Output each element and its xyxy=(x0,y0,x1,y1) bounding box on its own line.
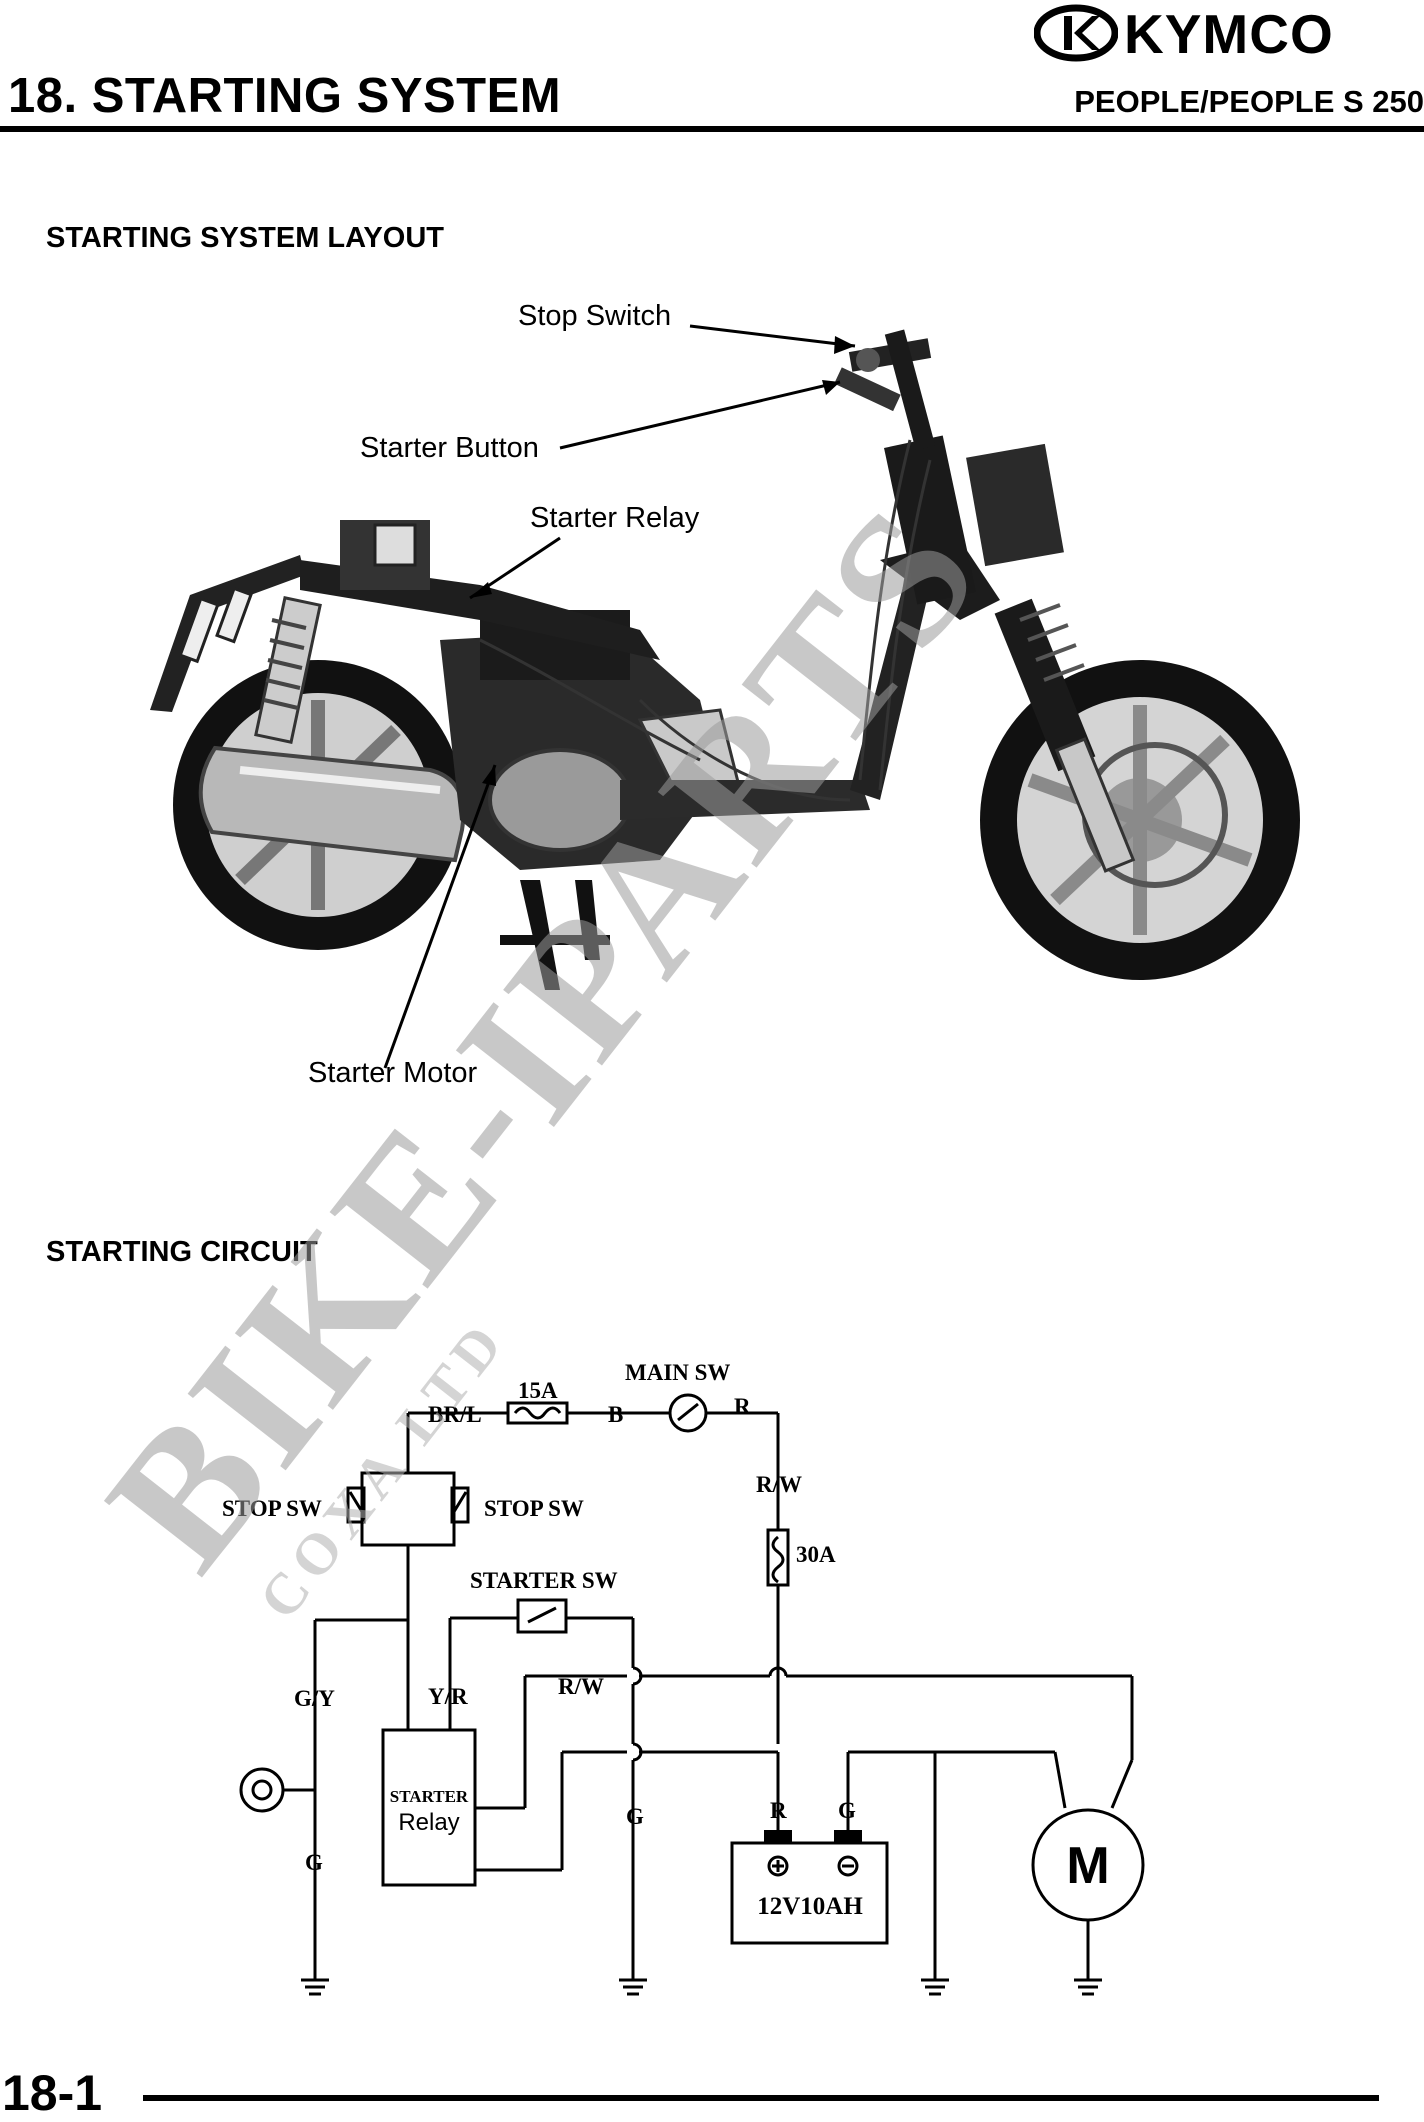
footer-rule xyxy=(143,2095,1379,2101)
label-g-y: G/Y xyxy=(294,1686,335,1711)
model-name: PEOPLE/PEOPLE S 250 xyxy=(1074,84,1424,119)
callout-starter-motor: Starter Motor xyxy=(308,1057,478,1089)
page-number: 18-1 xyxy=(2,2065,103,2121)
front-fork-icon xyxy=(994,598,1136,873)
kymco-logo-mark-icon xyxy=(1034,4,1118,62)
header-rule xyxy=(0,126,1424,132)
callout-stop-switch: Stop Switch xyxy=(518,300,672,332)
brand-name: KYMCO xyxy=(1124,3,1334,65)
fuse-30a-icon xyxy=(766,1528,790,1587)
fuse-15a-icon xyxy=(506,1401,569,1425)
starter-motor-icon: M xyxy=(1066,1837,1109,1895)
chapter-title: 18. STARTING SYSTEM xyxy=(8,69,562,123)
label-relay-line1: STARTER xyxy=(390,1787,469,1806)
label-g-left: G xyxy=(305,1850,323,1875)
kymco-logo: KYMCO xyxy=(1034,0,1394,66)
stop-switch-icon xyxy=(346,1486,470,1524)
label-g-mid: G xyxy=(626,1804,644,1829)
ground-icon xyxy=(301,1978,1102,1996)
front-wheel-icon xyxy=(980,660,1300,980)
engine-icon xyxy=(440,610,742,870)
circuit-heading: STARTING CIRCUIT xyxy=(46,1236,318,1268)
handlebar-icon xyxy=(834,329,936,451)
label-battery: 12V10AH xyxy=(757,1893,863,1920)
label-relay-line2: Relay xyxy=(398,1809,459,1836)
label-battery-g: G xyxy=(838,1798,856,1823)
main-switch-icon xyxy=(668,1393,708,1433)
muffler-icon xyxy=(198,745,466,863)
scooter-illustration xyxy=(150,324,1300,1069)
label-r-w-mid: R/W xyxy=(558,1674,604,1699)
callout-starter-button: Starter Button xyxy=(360,432,539,464)
label-b: B xyxy=(608,1402,623,1427)
label-fuse-15a: 15A xyxy=(518,1378,558,1403)
callout-starter-relay: Starter Relay xyxy=(530,502,700,534)
rear-shock-icon xyxy=(254,596,322,744)
layout-heading: STARTING SYSTEM LAYOUT xyxy=(46,222,444,254)
label-starter-sw: STARTER SW xyxy=(470,1568,618,1593)
label-battery-r: R xyxy=(770,1798,787,1823)
label-stop-sw-right: STOP SW xyxy=(484,1496,584,1521)
starter-switch-icon xyxy=(527,1606,557,1624)
battery-terminals-icon xyxy=(767,1855,859,1877)
label-main-sw: MAIN SW xyxy=(625,1360,730,1385)
label-y-r: Y/R xyxy=(428,1684,468,1709)
starting-circuit-diagram: BR/L 15A B MAIN SW R R/W 30A STOP SW STO… xyxy=(222,1360,1145,1996)
label-r-w-top: R/W xyxy=(756,1472,802,1497)
label-r-top: R xyxy=(734,1394,751,1419)
label-fuse-30a: 30A xyxy=(796,1542,836,1567)
label-stop-sw-left: STOP SW xyxy=(222,1496,322,1521)
label-br-l: BR/L xyxy=(428,1402,482,1427)
